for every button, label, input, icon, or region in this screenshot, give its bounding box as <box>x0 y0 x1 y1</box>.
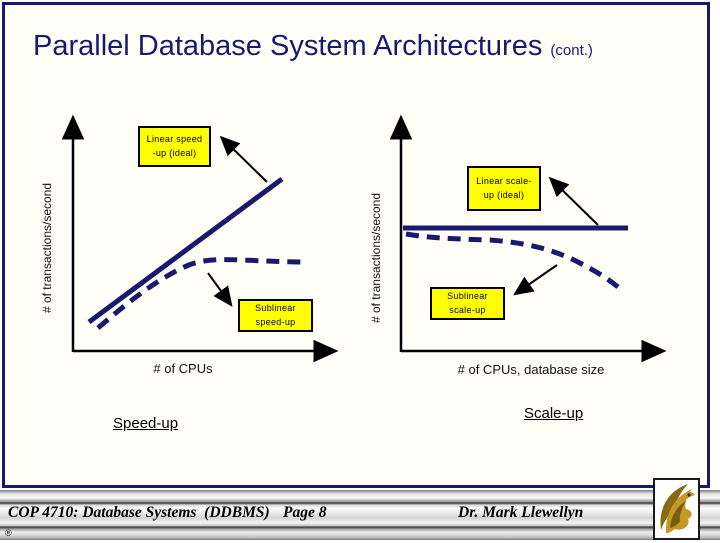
speedup-sublinear-callout-line2: speed-up <box>255 316 296 327</box>
speedup-chart <box>61 114 339 363</box>
scaleup-linear-callout-arrow <box>548 176 599 226</box>
scaleup-sublinear-curve <box>405 231 620 289</box>
scaleup-sublinear-callout-line2: scale-up <box>449 304 486 315</box>
scaleup-sublinear-callout: Sublinear scale-up <box>430 287 505 320</box>
scaleup-linear-callout-line2: up (ideal) <box>483 189 525 200</box>
slide-title-suffix: (cont.) <box>550 42 593 59</box>
slide-background <box>2 2 710 488</box>
speedup-sublinear-callout-arrow <box>207 272 233 307</box>
footer-author-name: Dr. Mark Llewellyn <box>458 504 584 521</box>
pegasus-eye <box>687 493 691 497</box>
speedup-linear-callout: Linear speed -up (ideal) <box>138 126 211 167</box>
pegasus-icon <box>660 484 695 534</box>
speedup-linear-callout-line2: -up (ideal) <box>152 147 197 158</box>
scaleup-sublinear-callout-line1: Sublinear <box>447 291 488 302</box>
slide-title-text: Parallel Database System Architectures <box>33 30 543 62</box>
slide-title: Parallel Database System Architectures (… <box>33 30 693 63</box>
speedup-x-axis-label: # of CPUs <box>153 361 213 376</box>
speedup-linear-line <box>87 176 284 325</box>
speedup-linear-callout-arrow <box>219 135 268 183</box>
speedup-linear-callout-line1: Linear speed <box>146 134 203 145</box>
scaleup-sublinear-callout-arrow <box>513 264 558 296</box>
speedup-sublinear-callout: Sublinear speed-up <box>238 299 313 332</box>
footer-course-title: COP 4710: Database Systems (DDBMS) <box>8 504 270 521</box>
speedup-sublinear-curve <box>96 257 309 330</box>
speedup-y-axis-label: # of transactions/second <box>40 182 54 314</box>
scaleup-chart <box>389 114 667 363</box>
scaleup-linear-callout-line1: Linear scale- <box>476 176 532 187</box>
ucf-pegasus-logo <box>653 478 700 540</box>
registered-trademark-symbol: ® <box>5 528 12 538</box>
pegasus-feather-detail <box>670 501 686 528</box>
footer-bar: COP 4710: Database Systems (DDBMS) Page … <box>0 490 720 540</box>
scaleup-y-axis-label: # of transactions/second <box>369 192 383 324</box>
scaleup-x-axis-label: # of CPUs, database size <box>457 362 605 377</box>
speedup-caption: Speed-up <box>113 415 179 432</box>
speedup-sublinear-callout-line1: Sublinear <box>255 303 296 314</box>
scaleup-linear-callout: Linear scale- up (ideal) <box>467 166 541 211</box>
footer-page-number: Page 8 <box>283 504 327 521</box>
scaleup-caption: Scale-up <box>524 405 584 422</box>
